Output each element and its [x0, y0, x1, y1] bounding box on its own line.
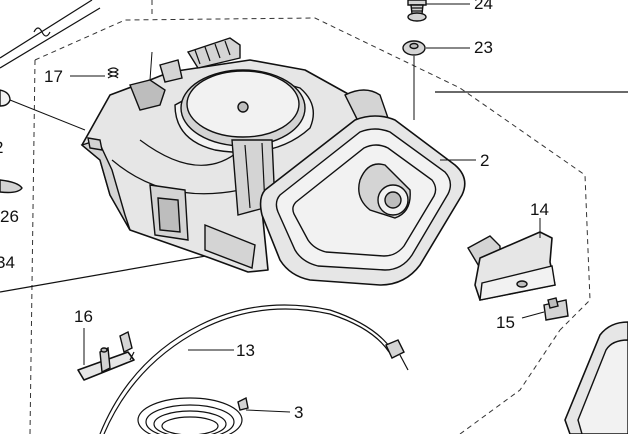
air-filter-cover: [259, 115, 466, 286]
callout-34: 34: [0, 253, 15, 272]
callout-2: 2: [480, 151, 489, 170]
leader-17b: [149, 51, 153, 81]
spring-17: [107, 67, 119, 79]
cable-break: [33, 27, 51, 37]
callout-24: 24: [474, 0, 493, 13]
clip-15: [543, 297, 569, 321]
handle-14: [467, 231, 556, 301]
bracket-16: [77, 330, 135, 381]
callout-13: 13: [236, 341, 255, 360]
cable-line-lower: [0, 7, 101, 69]
callout-14: 14: [530, 200, 549, 219]
bolt-24: [407, 0, 427, 22]
assembly-boundary-bottom: [459, 329, 561, 435]
callout-16: 16: [74, 307, 93, 326]
assembly-boundary-left: [29, 59, 36, 435]
partial-frame-bottom-right: [564, 321, 628, 435]
callout-26: 26: [0, 207, 19, 226]
callout-15: 15: [496, 313, 515, 332]
callout-17: 17: [44, 67, 63, 86]
partial-washer: [0, 89, 11, 107]
callout-edge: 2: [0, 138, 3, 157]
leader-15: [521, 311, 545, 319]
cable-13: [99, 304, 409, 435]
washer-23: [402, 40, 426, 56]
leader-partial-washer: [9, 99, 86, 131]
callout-23: 23: [474, 38, 493, 57]
callout-3: 3: [294, 403, 303, 422]
partial-line-lower: [0, 249, 241, 293]
cable-line-upper: [0, 0, 93, 59]
partial-handle: [0, 179, 23, 194]
recoil-spring-3: [137, 396, 249, 439]
leader-3: [245, 409, 291, 413]
